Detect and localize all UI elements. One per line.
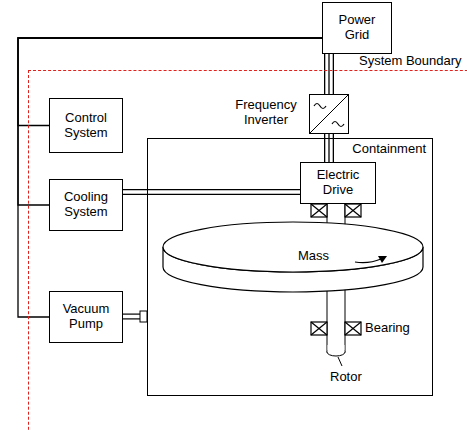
connector-line <box>324 54 334 94</box>
node-label: Mass <box>298 249 329 264</box>
flywheel-mass: Mass <box>162 221 424 295</box>
disc-top <box>163 222 423 272</box>
rotation-arrowhead <box>378 256 387 263</box>
connector-inner <box>325 54 332 94</box>
inverter-diagonal <box>310 95 349 134</box>
bearing-symbol <box>311 322 361 335</box>
region-label: Containment <box>352 142 426 157</box>
ac-symbol <box>314 104 326 109</box>
inverter-box: Frequency Inverter <box>309 94 349 134</box>
node-label: Cooling System <box>56 190 116 220</box>
part-label: Bearing <box>365 321 410 336</box>
text-holder: Mass <box>298 249 329 264</box>
rotor-end-fill <box>328 345 345 352</box>
ac-symbol <box>332 122 344 127</box>
text-holder: Control System <box>50 99 122 152</box>
text-holder: Electric Drive <box>301 163 375 203</box>
leader-line <box>338 357 342 366</box>
node-label: Electric Drive <box>307 168 369 198</box>
connector-line <box>123 189 300 195</box>
subsystem-box: Cooling System <box>49 179 123 231</box>
inverter-symbol <box>309 94 349 134</box>
system-boundary: System BoundaryControl SystemFrequency I… <box>28 70 467 430</box>
text-holder: Frequency Inverter <box>229 98 303 128</box>
part-label: Rotor <box>330 370 362 385</box>
text-holder: Containment <box>352 142 426 157</box>
bearing-symbol <box>311 204 361 217</box>
connector <box>123 192 300 193</box>
label-holder: Rotor <box>330 370 362 385</box>
containment-box: ContainmentElectric DriveMass <box>147 138 433 396</box>
rotation-arrow <box>355 259 381 263</box>
rotor-shaft <box>327 284 345 352</box>
subsystem-box: Control System <box>49 98 123 153</box>
node-label: Frequency Inverter <box>229 98 303 128</box>
subsystem-box: Vacuum Pump <box>49 291 123 343</box>
connector <box>329 54 330 94</box>
connector-inner <box>328 54 329 94</box>
text-holder: Power Grid <box>323 3 391 53</box>
text-holder: System Boundary <box>359 54 462 69</box>
drive-box: Electric Drive <box>300 162 376 204</box>
inverter-outline <box>310 95 349 134</box>
source-box: Power Grid <box>322 2 392 54</box>
disc-outline <box>162 221 424 295</box>
node-label: Power Grid <box>329 13 385 43</box>
text-holder: Cooling System <box>50 180 122 230</box>
node-label: Vacuum Pump <box>56 302 116 332</box>
connector-inner <box>123 190 300 194</box>
region-label: System Boundary <box>359 54 462 69</box>
label-holder: Bearing <box>365 321 410 336</box>
vacuum-port <box>140 311 147 322</box>
text-holder: Vacuum Pump <box>50 292 122 342</box>
node-label: Control System <box>56 111 116 141</box>
